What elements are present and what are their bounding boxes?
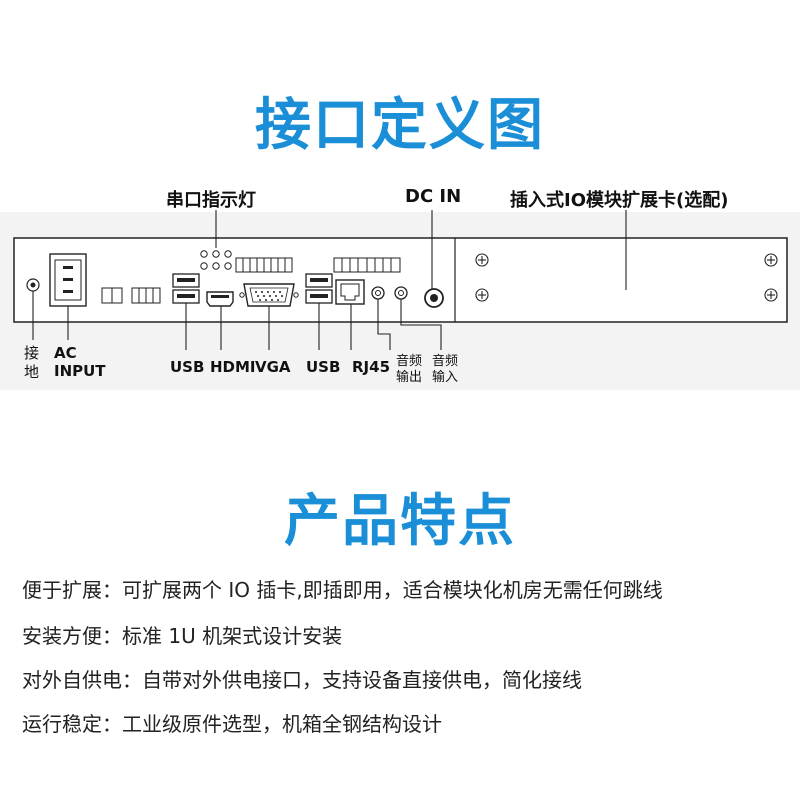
ac-input-label-line2: INPUT bbox=[54, 362, 106, 380]
audio-in-label-line1: 音频 bbox=[432, 354, 459, 369]
usb-port-icon bbox=[305, 273, 333, 304]
ac-input-label-line1: AC bbox=[54, 344, 77, 362]
hdmi-port-icon bbox=[206, 291, 234, 307]
feature-item: 安装方便：标准 1U 机架式设计安装 bbox=[22, 624, 343, 648]
usb2-label: USB bbox=[306, 358, 341, 376]
feature-item: 运行稳定：工业级原件选型，机箱全钢结构设计 bbox=[22, 712, 442, 736]
hdmi-label: HDMI bbox=[210, 358, 256, 376]
terminal-block-icon bbox=[101, 287, 161, 304]
rear-panel-diagram bbox=[13, 210, 788, 350]
usb1-label: USB bbox=[170, 358, 205, 376]
dc-jack-icon bbox=[424, 288, 444, 308]
ground-label: 接 地 bbox=[24, 344, 39, 382]
interface-diagram-title: 接口定义图 bbox=[255, 93, 545, 158]
screw-icon bbox=[475, 253, 778, 302]
io-card-label: 插入式IO模块扩展卡(选配) bbox=[510, 190, 729, 211]
rj45-port-icon bbox=[335, 279, 365, 305]
led-icon bbox=[200, 250, 232, 270]
audio-in-label: 音频 输入 bbox=[432, 354, 458, 386]
vga-label: VGA bbox=[255, 358, 291, 376]
ground-label-line1: 接 bbox=[24, 344, 40, 362]
audio-in-label-line2: 输入 bbox=[432, 370, 459, 385]
usb-port-icon bbox=[172, 273, 200, 304]
audio-out-label: 音频 输出 bbox=[396, 354, 422, 386]
ac-power-socket-icon bbox=[49, 253, 87, 307]
feature-item: 对外自供电：自带对外供电接口，支持设备直接供电，简化接线 bbox=[22, 668, 582, 692]
ac-input-label: AC INPUT bbox=[54, 344, 106, 380]
ground-label-line2: 地 bbox=[24, 363, 40, 381]
rj45-label: RJ45 bbox=[352, 358, 391, 376]
terminal-block-icon bbox=[235, 257, 293, 273]
terminal-block-icon bbox=[333, 257, 401, 273]
audio-out-label-line2: 输出 bbox=[396, 370, 423, 385]
feature-item: 便于扩展：可扩展两个 IO 插卡,即插即用，适合模块化机房无需任何跳线 bbox=[22, 578, 663, 602]
vga-port-icon bbox=[239, 283, 299, 307]
audio-out-label-line1: 音频 bbox=[396, 354, 423, 369]
dc-in-label: DC IN bbox=[405, 186, 462, 207]
product-features-title: 产品特点 bbox=[284, 489, 516, 554]
serial-led-label: 串口指示灯 bbox=[166, 190, 256, 211]
